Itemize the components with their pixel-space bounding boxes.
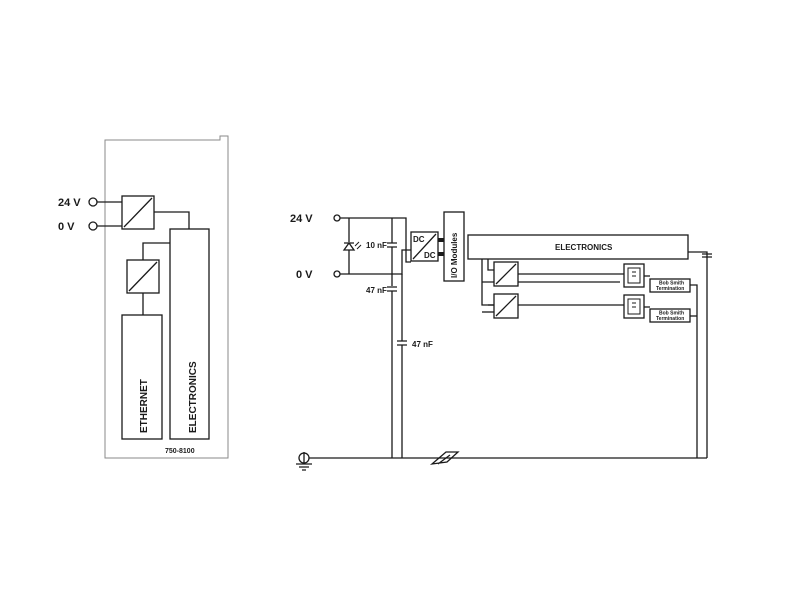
din-rail-clip-icon xyxy=(429,451,460,465)
right-24v-label: 24 V xyxy=(290,213,313,225)
bob-smith-1-line1: Bob Smith xyxy=(659,281,684,287)
left-0v-terminal xyxy=(88,221,98,231)
cap-10nf-label: 10 nF xyxy=(366,241,387,250)
device-outline xyxy=(104,135,229,459)
connector-pin-top xyxy=(438,238,444,242)
bob-smith-2-line1: Bob Smith xyxy=(659,311,684,317)
cap-47nf-a-label: 47 nF xyxy=(366,286,387,295)
capacitor-10nf xyxy=(387,242,397,248)
right-24v-terminal xyxy=(333,214,341,222)
device-block-diagram: 24 V 0 V ELECTRONICS ETHERNET 750-8100 xyxy=(58,135,229,459)
connector-pin-bottom xyxy=(438,252,444,256)
right-0v-terminal xyxy=(333,270,341,278)
bob-smith-2-line2: Termination xyxy=(656,316,684,322)
right-electronics-block xyxy=(467,234,689,260)
io-modules-label: I/O Modules xyxy=(450,232,459,278)
left-ethernet-label: ETHERNET xyxy=(139,379,150,433)
power-supply-schematic: 24 V 0 V 10 nF 47 nF 47 nF DC xyxy=(290,211,712,471)
right-0v-label: 0 V xyxy=(296,269,313,281)
protection-diode xyxy=(342,218,362,274)
left-electronics-block xyxy=(169,228,210,440)
bob-smith-1-line2: Termination xyxy=(656,286,684,292)
dc-top-label: DC xyxy=(413,235,425,244)
io-modules-block xyxy=(443,211,465,282)
left-24v-terminal xyxy=(88,197,98,207)
left-24v-label: 24 V xyxy=(58,197,81,209)
capacitor-47nf-a xyxy=(387,286,397,292)
part-number-label: 750-8100 xyxy=(165,448,195,455)
left-electronics-label: ELECTRONICS xyxy=(188,361,199,433)
dc-bottom-label: DC xyxy=(424,251,436,260)
ground-icon xyxy=(296,452,312,471)
right-electronics-label: ELECTRONICS xyxy=(555,243,613,252)
capacitor-47nf-b xyxy=(397,340,407,346)
left-ethernet-block xyxy=(121,314,163,440)
cap-47nf-b-label: 47 nF xyxy=(412,340,433,349)
electronics-coupling-cap xyxy=(702,253,712,258)
left-0v-label: 0 V xyxy=(58,221,75,233)
